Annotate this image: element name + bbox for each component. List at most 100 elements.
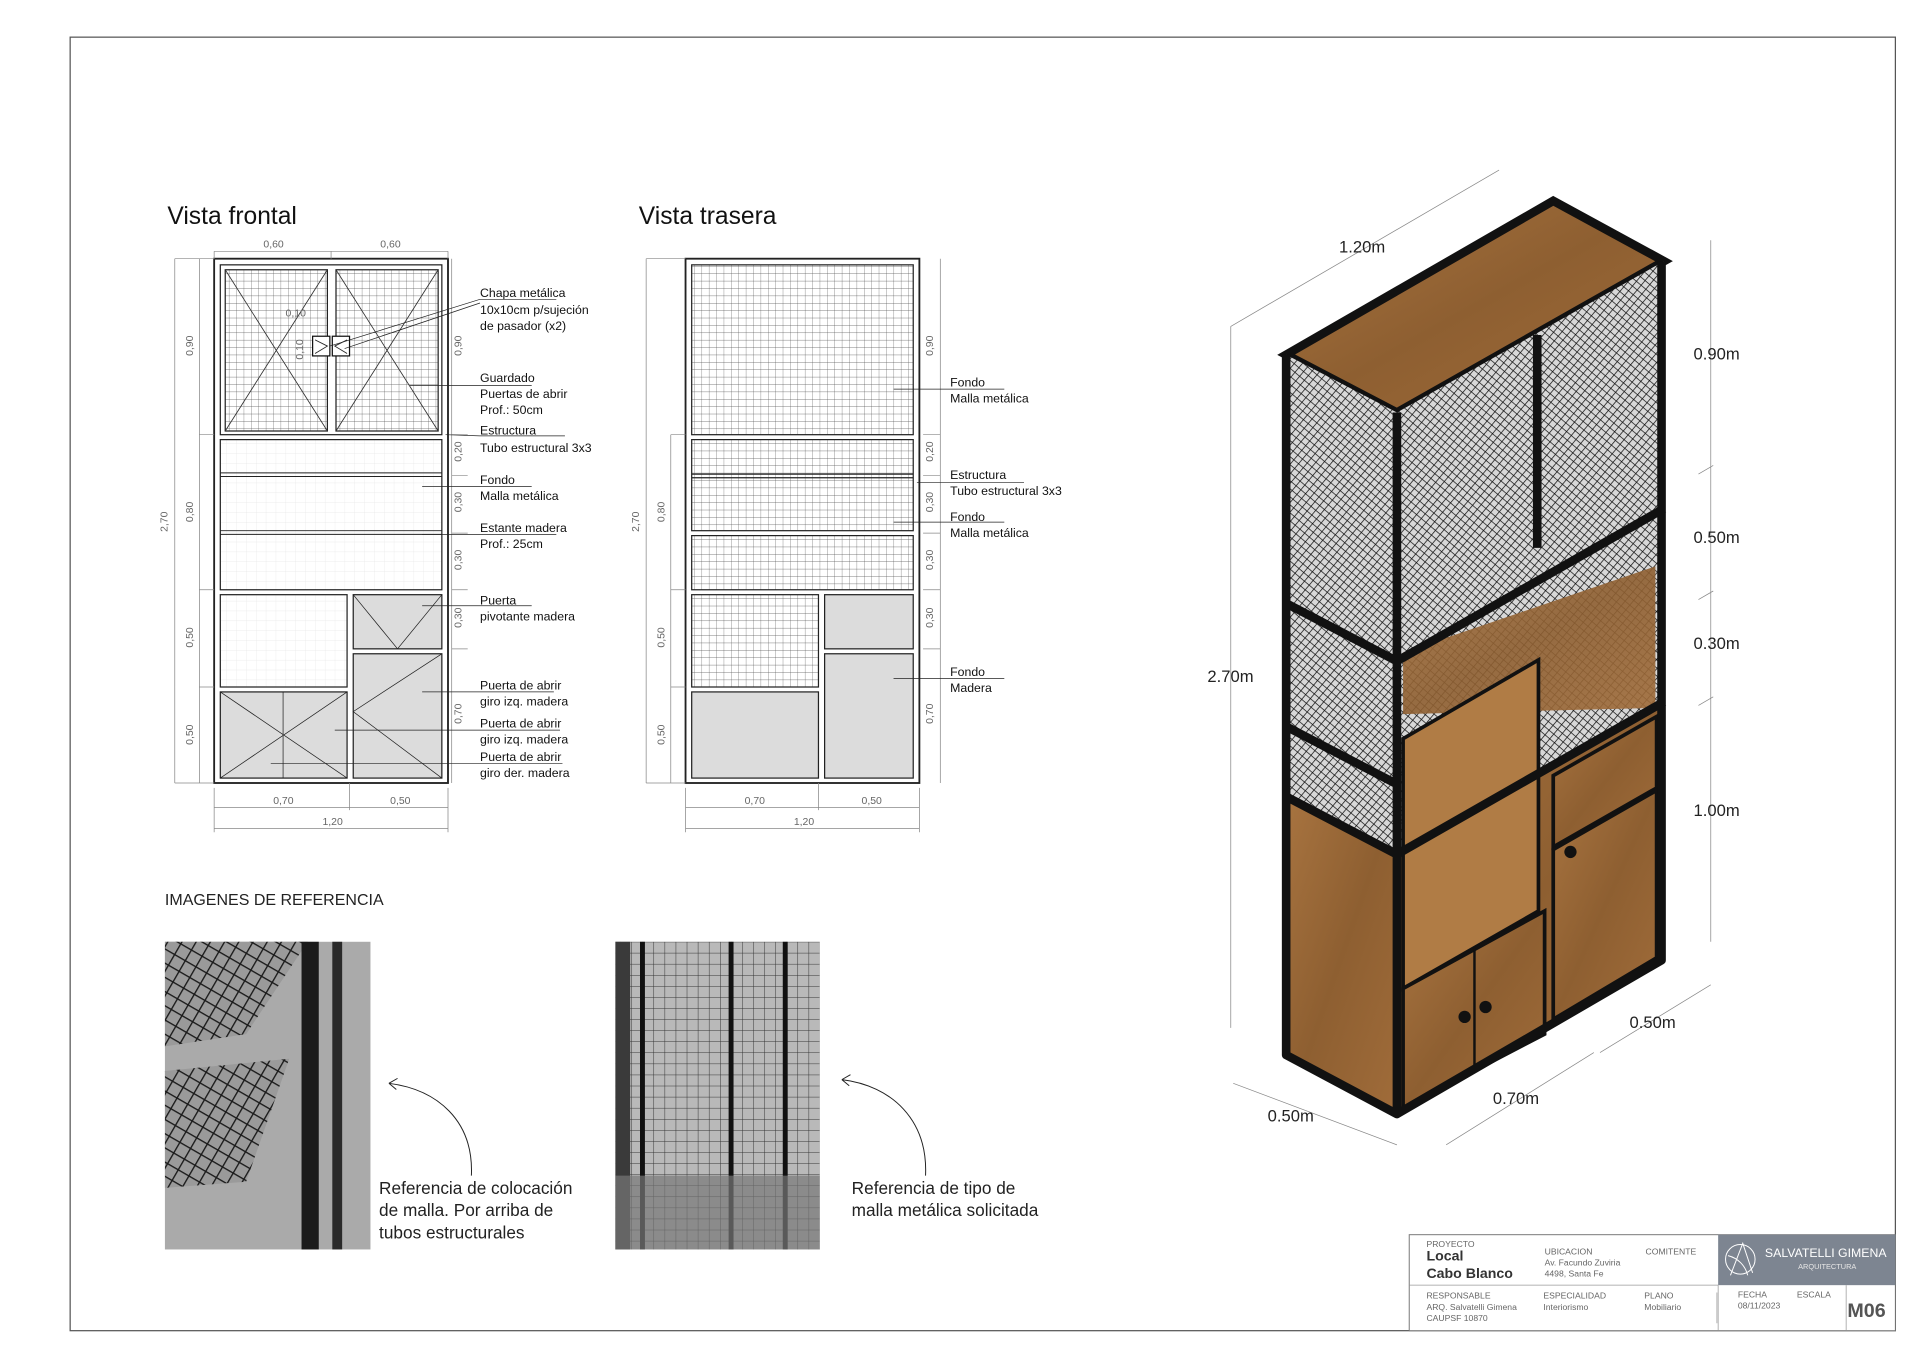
dim-left: 0,50 [657,724,668,745]
label-text: Chapa metálica [480,286,566,300]
label-text: 10x10cm p/sujeción [480,303,589,317]
label-text: ESCALA [1797,1289,1831,1299]
label-text: Puerta de abrir [480,678,561,692]
dim-iso-right: 0.50m [1694,528,1740,547]
label-text: Guardado [480,371,535,385]
dim-right: 0,70 [454,703,465,724]
iso-metal-frame [1281,261,1667,1119]
brand-box [1718,1234,1896,1286]
label-text: Local [1426,1248,1463,1264]
caption-1: Referencia de colocación [379,1178,572,1198]
dim-plate-h: 0,10 [295,339,306,360]
label-text: Estructura [480,424,536,438]
label-text: RESPONSABLE [1426,1291,1490,1301]
dim-plate-w: 0,10 [286,309,307,320]
dim-bottom: 0,50 [862,796,883,807]
iso-left-side-wood [1286,796,1397,1115]
isometric-view: 1.20m 2.70m 0.90m 0.50m 0.30m 1.00m 0.50… [1207,169,1740,1146]
dim-right: 0,30 [454,550,465,571]
label-text: Mobiliario [1644,1302,1681,1312]
label-text: Prof.: 25cm [480,537,543,551]
label-text: Fondo [480,473,515,487]
caption-1: tubos estructurales [379,1222,524,1242]
brand-logo [1725,1241,1756,1276]
label-text: Estante madera [480,521,567,535]
label-text: giro izq. madera [480,733,568,747]
caption-2: malla metálica solicitada [852,1200,1039,1220]
lower-open-niche [219,594,348,688]
dim-right: 0,20 [454,441,465,462]
sheet-number: M06 [1847,1300,1885,1322]
label-text: Estructura [950,468,1006,482]
arrow-icon [388,1077,472,1176]
front-annotations: Chapa metálica 10x10cm p/sujeción de pas… [480,286,592,780]
label-text: Puerta [480,594,516,608]
dim-total-height: 2,70 [159,511,170,532]
label-text: giro izq. madera [480,694,568,708]
rear-annotations: Fondo Malla metálica Estructura Tubo est… [950,376,1062,695]
dim-right: 0,30 [925,607,936,628]
label-text: SALVATELLI GIMENA [1765,1246,1887,1260]
rear-view-title: Vista trasera [639,203,777,230]
label-text: ESPECIALIDAD [1543,1291,1606,1301]
label-text: UBICACION [1545,1246,1593,1256]
reference-images: IMAGENES DE REFERENCIA Referencia de col… [164,892,1039,1250]
tall-door [352,653,443,779]
label-text: Madera [950,681,992,695]
label-text: Interiorismo [1543,1302,1588,1312]
dim-right: 0,70 [925,703,936,724]
arrow-icon [841,1074,927,1176]
dim-iso-width-top: 1.20m [1339,238,1385,257]
label-text: CAUPSF 10870 [1426,1313,1487,1323]
label-text: PLANO [1644,1291,1673,1301]
dim-right: 0,90 [454,335,465,356]
dim-bottom: 0,70 [273,796,294,807]
dim-left: 0,80 [657,502,668,523]
label-text: Prof.: 50cm [480,403,543,417]
label-text: Tubo estructural 3x3 [480,441,592,455]
dim-width: 1,20 [322,817,343,828]
dim-left: 0,50 [185,724,196,745]
label-text: giro der. madera [480,766,570,780]
label-text: Malla metálica [480,489,559,503]
label-text: ARQ. Salvatelli Gimena [1426,1302,1517,1312]
dim-iso-depth-left: 0.50m [1268,1106,1314,1125]
rear-view: Vista trasera 2,70 0,80 0,50 0,50 0,90 0… [631,203,1062,833]
dim-iso-right: 0.30m [1694,634,1740,653]
front-view: Vista frontal 0,10 0,10 2,70 0,90 0,80 0… [159,203,592,833]
dim-iso-right: 0.90m [1694,345,1740,364]
dim-iso-height: 2.70m [1207,667,1253,686]
label-text: 08/11/2023 [1738,1301,1781,1311]
label-text: FECHA [1738,1289,1767,1299]
label-text: Malla metálica [950,392,1029,406]
references-heading: IMAGENES DE REFERENCIA [165,892,384,909]
dim-left: 0,50 [185,627,196,648]
dim-left: 0,80 [185,502,196,523]
dim-iso-right: 1.00m [1694,801,1740,820]
label-text: COMITENTE [1646,1246,1697,1256]
pivot-door [352,594,443,650]
label-text: Puertas de abrir [480,387,567,401]
dim-top: 0,60 [263,240,284,251]
label-text: PROYECTO [1426,1239,1474,1249]
dim-left: 0,90 [185,335,196,356]
dim-total-height: 2,70 [631,511,642,532]
dim-bottom: 0,70 [745,796,766,807]
caption-1: de malla. Por arriba de [379,1200,553,1220]
dim-bottom: 0,50 [390,796,411,807]
label-text: Malla metálica [950,526,1029,540]
dim-width: 1,20 [794,817,815,828]
dim-right: 0,30 [925,550,936,571]
caption-2: Referencia de tipo de [852,1178,1016,1198]
label-text: Fondo [950,376,985,390]
dim-iso-width-front: 0.70m [1493,1089,1539,1108]
label-text: Puerta de abrir [480,750,561,764]
dim-right: 0,30 [454,492,465,513]
dim-left: 0,50 [657,627,668,648]
dim-top: 0,60 [380,240,401,251]
sheet-border [69,36,1896,1332]
label-text: Puerta de abrir [480,717,561,731]
reference-photo-1 [164,941,371,1250]
dim-right: 0,90 [925,335,936,356]
